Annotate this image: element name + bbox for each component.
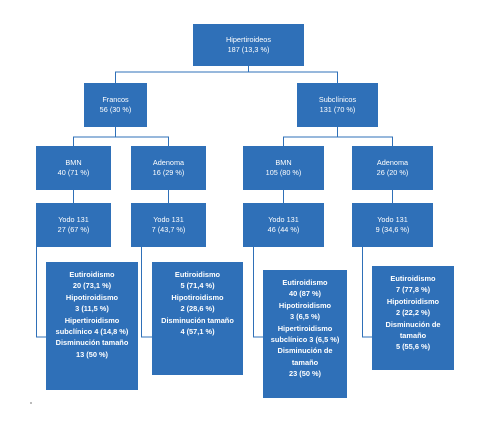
outcome-line: Disminución tamaño xyxy=(161,315,234,325)
subclinicos-adenoma-node: Adenoma 26 (20 %) xyxy=(352,146,433,190)
outcome-line: tamaño xyxy=(399,331,427,341)
outcome-line: 5 (71,4 %) xyxy=(180,281,215,291)
subclinicos-adenoma-treatment: Yodo 131 9 (34,6 %) xyxy=(352,203,433,247)
root-title: Hipertiroideos xyxy=(225,35,272,44)
outcome-line: Hipotiroidismo xyxy=(171,292,224,302)
connector-fb-outcome xyxy=(36,247,46,338)
connector-francos-bmn xyxy=(73,127,116,146)
subclinicos-node: Subclínicos 131 (70 %) xyxy=(297,83,378,127)
corner-dot xyxy=(30,402,32,404)
subclinicos-bmn-stat: 105 (80 %) xyxy=(265,168,302,177)
francos-adenoma-treatment: Yodo 131 7 (43,7 %) xyxy=(131,203,206,247)
connector-sb-outcome xyxy=(253,247,263,338)
outcome-line: Disminución tamaño xyxy=(55,338,129,348)
root-node: Hipertiroideos 187 (13,3 %) xyxy=(193,24,304,66)
outcome-line: 20 (73,1 %) xyxy=(72,281,112,291)
connector-root-francos xyxy=(115,66,249,83)
francos-node: Francos 56 (30 %) xyxy=(84,83,147,127)
francos-bmn-title: BMN xyxy=(65,158,82,167)
outcome-line: Disminución de xyxy=(277,346,333,356)
subclinicos-bmn-title: BMN xyxy=(275,158,292,167)
connector-fa-outcome xyxy=(141,247,152,338)
outcome-line: 7 (77,8 %) xyxy=(395,285,431,295)
subclinicos-adenoma-outcomes: Eutiroidismo 7 (77,8 %) Hipotiroidismo 2… xyxy=(372,266,454,370)
francos-adenoma-title: Adenoma xyxy=(152,158,185,167)
treatment-title: Yodo 131 xyxy=(377,215,408,224)
connector-subclinicos-bmn xyxy=(283,127,338,146)
treatment-title: Yodo 131 xyxy=(58,215,89,224)
treatment-stat: 7 (43,7 %) xyxy=(151,225,186,234)
outcome-line: 4 (57,1 %) xyxy=(180,327,215,337)
outcome-line: 3 (11,5 %) xyxy=(75,304,109,314)
treatment-stat: 46 (44 %) xyxy=(267,225,300,234)
francos-adenoma-stat: 16 (29 %) xyxy=(152,168,185,177)
francos-stat: 56 (30 %) xyxy=(99,105,132,114)
subclinicos-title: Subclínicos xyxy=(318,95,357,104)
outcome-line: 2 (28,6 %) xyxy=(180,304,215,314)
root-stat: 187 (13,3 %) xyxy=(227,45,270,54)
francos-title: Francos xyxy=(102,95,129,104)
outcome-line: 5 (55,6 %) xyxy=(395,342,431,352)
outcome-line: Hipertiroidismo xyxy=(277,323,333,333)
francos-bmn-treatment: Yodo 131 27 (67 %) xyxy=(36,203,111,247)
outcome-line: 2 (22,2 %) xyxy=(395,308,431,318)
treatment-title: Yodo 131 xyxy=(153,215,184,224)
outcome-line: subclínico 3 (6,5 %) xyxy=(270,335,340,345)
connector-francos-adenoma xyxy=(115,136,169,146)
subclinicos-adenoma-title: Adenoma xyxy=(376,158,409,167)
outcome-line: Eutiroidismo xyxy=(174,270,221,279)
outcome-line: Eutiroidismo xyxy=(282,278,328,287)
outcome-line: Hipotiroidismo xyxy=(65,292,119,302)
treatment-stat: 27 (67 %) xyxy=(57,225,90,234)
francos-bmn-node: BMN 40 (71 %) xyxy=(36,146,111,190)
outcome-line: Eutiroidismo xyxy=(69,270,115,279)
francos-adenoma-outcomes: Eutiroidismo 5 (71,4 %) Hipotiroidismo 2… xyxy=(152,262,243,375)
outcome-line: 40 (87 %) xyxy=(288,289,322,299)
outcome-line: 23 (50 %) xyxy=(288,369,322,379)
treatment-stat: 9 (34,6 %) xyxy=(375,225,410,234)
connector-subclinicos-adenoma xyxy=(337,136,393,146)
subclinicos-adenoma-stat: 26 (20 %) xyxy=(376,168,409,177)
francos-adenoma-node: Adenoma 16 (29 %) xyxy=(131,146,206,190)
subclinicos-bmn-node: BMN 105 (80 %) xyxy=(243,146,324,190)
outcome-line: tamaño xyxy=(291,357,319,367)
outcome-line: Disminución de xyxy=(385,319,441,329)
outcome-line: Eutiroidismo xyxy=(390,274,436,283)
subclinicos-stat: 131 (70 %) xyxy=(319,105,356,114)
connector-root-subclinicos xyxy=(248,71,338,83)
outcome-line: 13 (50 %) xyxy=(75,349,109,359)
outcome-line: subclínico 4 (14,8 %) xyxy=(55,327,129,337)
outcome-line: Hipotiroidismo xyxy=(386,296,440,306)
treatment-title: Yodo 131 xyxy=(268,215,299,224)
subclinicos-bmn-outcomes: Eutiroidismo 40 (87 %) Hipotiroidismo 3 … xyxy=(263,270,347,398)
outcome-line: Hipotiroidismo xyxy=(278,300,332,310)
francos-bmn-outcomes: Eutiroidismo 20 (73,1 %) Hipotiroidismo … xyxy=(46,262,138,390)
francos-bmn-stat: 40 (71 %) xyxy=(57,168,90,177)
connector-sa-outcome xyxy=(362,247,372,338)
outcome-line: 3 (6,5 %) xyxy=(290,312,320,322)
outcome-line: Hipertiroidismo xyxy=(64,315,120,325)
subclinicos-bmn-treatment: Yodo 131 46 (44 %) xyxy=(243,203,324,247)
